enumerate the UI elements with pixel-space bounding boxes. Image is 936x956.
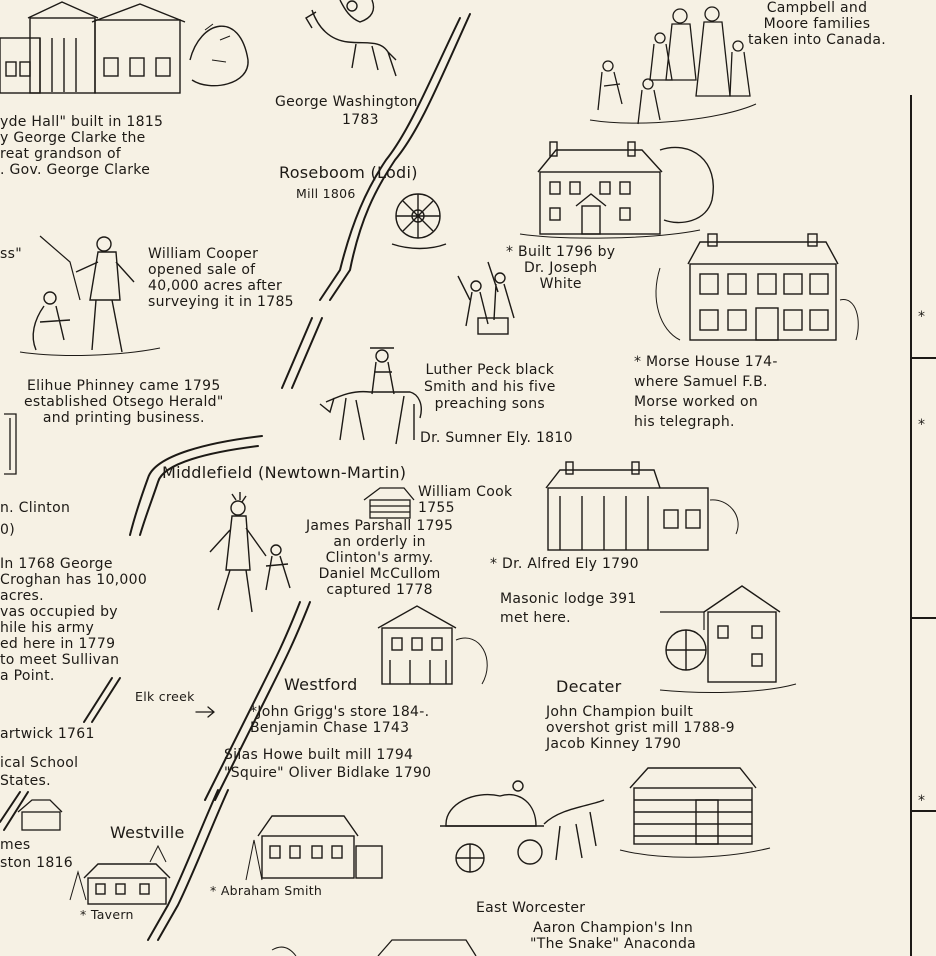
label-hyde-hall: yde Hall" built in 1815 y George Clarke … <box>0 114 164 178</box>
adjacent-panel-border: * * * <box>910 95 936 956</box>
label-middlefield: Middlefield (Newtown-Martin) <box>162 463 407 482</box>
label-john-grigg: *John Grigg's store 184-. Benjamin Chase… <box>250 704 430 736</box>
label-george-washington: George Washington <box>275 94 418 110</box>
elk-arrow <box>195 706 216 718</box>
label-sumner-ely: Dr. Sumner Ely. 1810 <box>420 430 573 446</box>
label-william-cook: William Cook 1755 <box>418 484 513 516</box>
road-north-b <box>319 17 461 301</box>
label-morse-house: * Morse House 174- where Samuel F.B. Mor… <box>634 354 778 430</box>
label-alfred-ely: * Dr. Alfred Ely 1790 <box>490 556 639 572</box>
label-silas-howe: Silas Howe built mill 1794 "Squire" Oliv… <box>224 747 432 781</box>
mansion-illustration <box>0 1 249 94</box>
road-north <box>329 13 471 301</box>
log-cabin-illustration <box>619 767 771 858</box>
asterisk-marker: * <box>918 417 925 433</box>
panel-divider <box>912 357 936 359</box>
morse-house-illustration <box>655 233 859 341</box>
label-james-fragment: mes ston 1816 <box>0 837 74 871</box>
lodge-illustration <box>377 605 488 685</box>
creek-west <box>3 791 29 831</box>
road-south <box>214 601 311 801</box>
road-middlefield-b <box>139 445 259 536</box>
label-medical-school: ical School States. <box>0 755 79 789</box>
label-roseboom-mill: Mill 1806 <box>296 186 356 201</box>
road-mid <box>291 317 323 389</box>
label-croghan: In 1768 George Croghan has 10,000 acres.… <box>0 556 148 684</box>
label-luther-peck: Luther Peck black Smith and his five pre… <box>424 362 556 412</box>
panel-divider <box>912 810 936 812</box>
creek-elk-b <box>83 677 113 723</box>
creek-elk <box>91 677 121 723</box>
road-westville <box>157 789 229 941</box>
road-mid-b <box>281 317 313 389</box>
tavern-illustration <box>69 844 171 905</box>
label-tavern: * Tavern <box>80 907 134 922</box>
wagon-illustration <box>440 780 605 873</box>
horseman-illustration <box>305 0 397 77</box>
blacksmiths-illustration <box>457 261 515 335</box>
store-illustration <box>245 815 383 881</box>
label-masonic-lodge: Masonic lodge 391 met here. <box>500 591 637 626</box>
label-james-parshall: James Parshall 1795 an orderly in Clinto… <box>306 518 454 598</box>
label-westford: Westford <box>284 675 358 694</box>
road-middlefield <box>129 435 263 536</box>
label-john-champion: John Champion built overshot grist mill … <box>546 704 735 752</box>
road-westville-b <box>147 789 219 941</box>
family-illustration <box>589 6 757 125</box>
label-east-worcester: East Worcester <box>476 900 586 916</box>
label-aaron-champion: Aaron Champion's Inn "The Snake" Anacond… <box>530 920 697 952</box>
rider-illustration <box>319 347 422 445</box>
small-house-illustration <box>17 799 63 831</box>
mill-illustration <box>659 585 797 693</box>
label-elihue-phinney: Elihue Phinney came 1795 established Ots… <box>24 378 224 426</box>
panel-divider <box>912 617 936 619</box>
label-washington-year: 1783 <box>342 112 379 128</box>
road-south-b <box>204 601 301 801</box>
white-house-illustration <box>519 141 714 239</box>
asterisk-marker: * <box>918 309 925 325</box>
label-roseboom: Roseboom (Lodi) <box>279 163 418 182</box>
label-decater: Decater <box>556 677 622 696</box>
column-fragment <box>4 413 17 475</box>
label-fragment-ss: ss" <box>0 246 22 262</box>
label-westville: Westville <box>110 823 185 842</box>
mill-wheel-illustration <box>391 193 447 250</box>
label-hartwick: artwick 1761 <box>0 726 95 742</box>
native-figures-illustration <box>209 492 291 613</box>
label-clinton-fragment: n. Clinton 0) <box>0 500 71 538</box>
columned-house-illustration <box>545 461 739 551</box>
bottom-building-illustration <box>271 939 477 956</box>
cabin-illustration <box>363 487 415 519</box>
label-elk-creek: Elk creek <box>135 689 195 704</box>
label-joseph-white: * Built 1796 by Dr. Joseph White <box>506 244 616 292</box>
label-campbell-moore: Campbell and Moore families taken into C… <box>748 0 887 48</box>
label-william-cooper: William Cooper opened sale of 40,000 acr… <box>148 246 294 310</box>
creek-west-b <box>0 791 21 823</box>
asterisk-marker: * <box>918 793 925 809</box>
surveyors-illustration <box>19 235 161 356</box>
label-abraham-smith: * Abraham Smith <box>210 883 323 898</box>
